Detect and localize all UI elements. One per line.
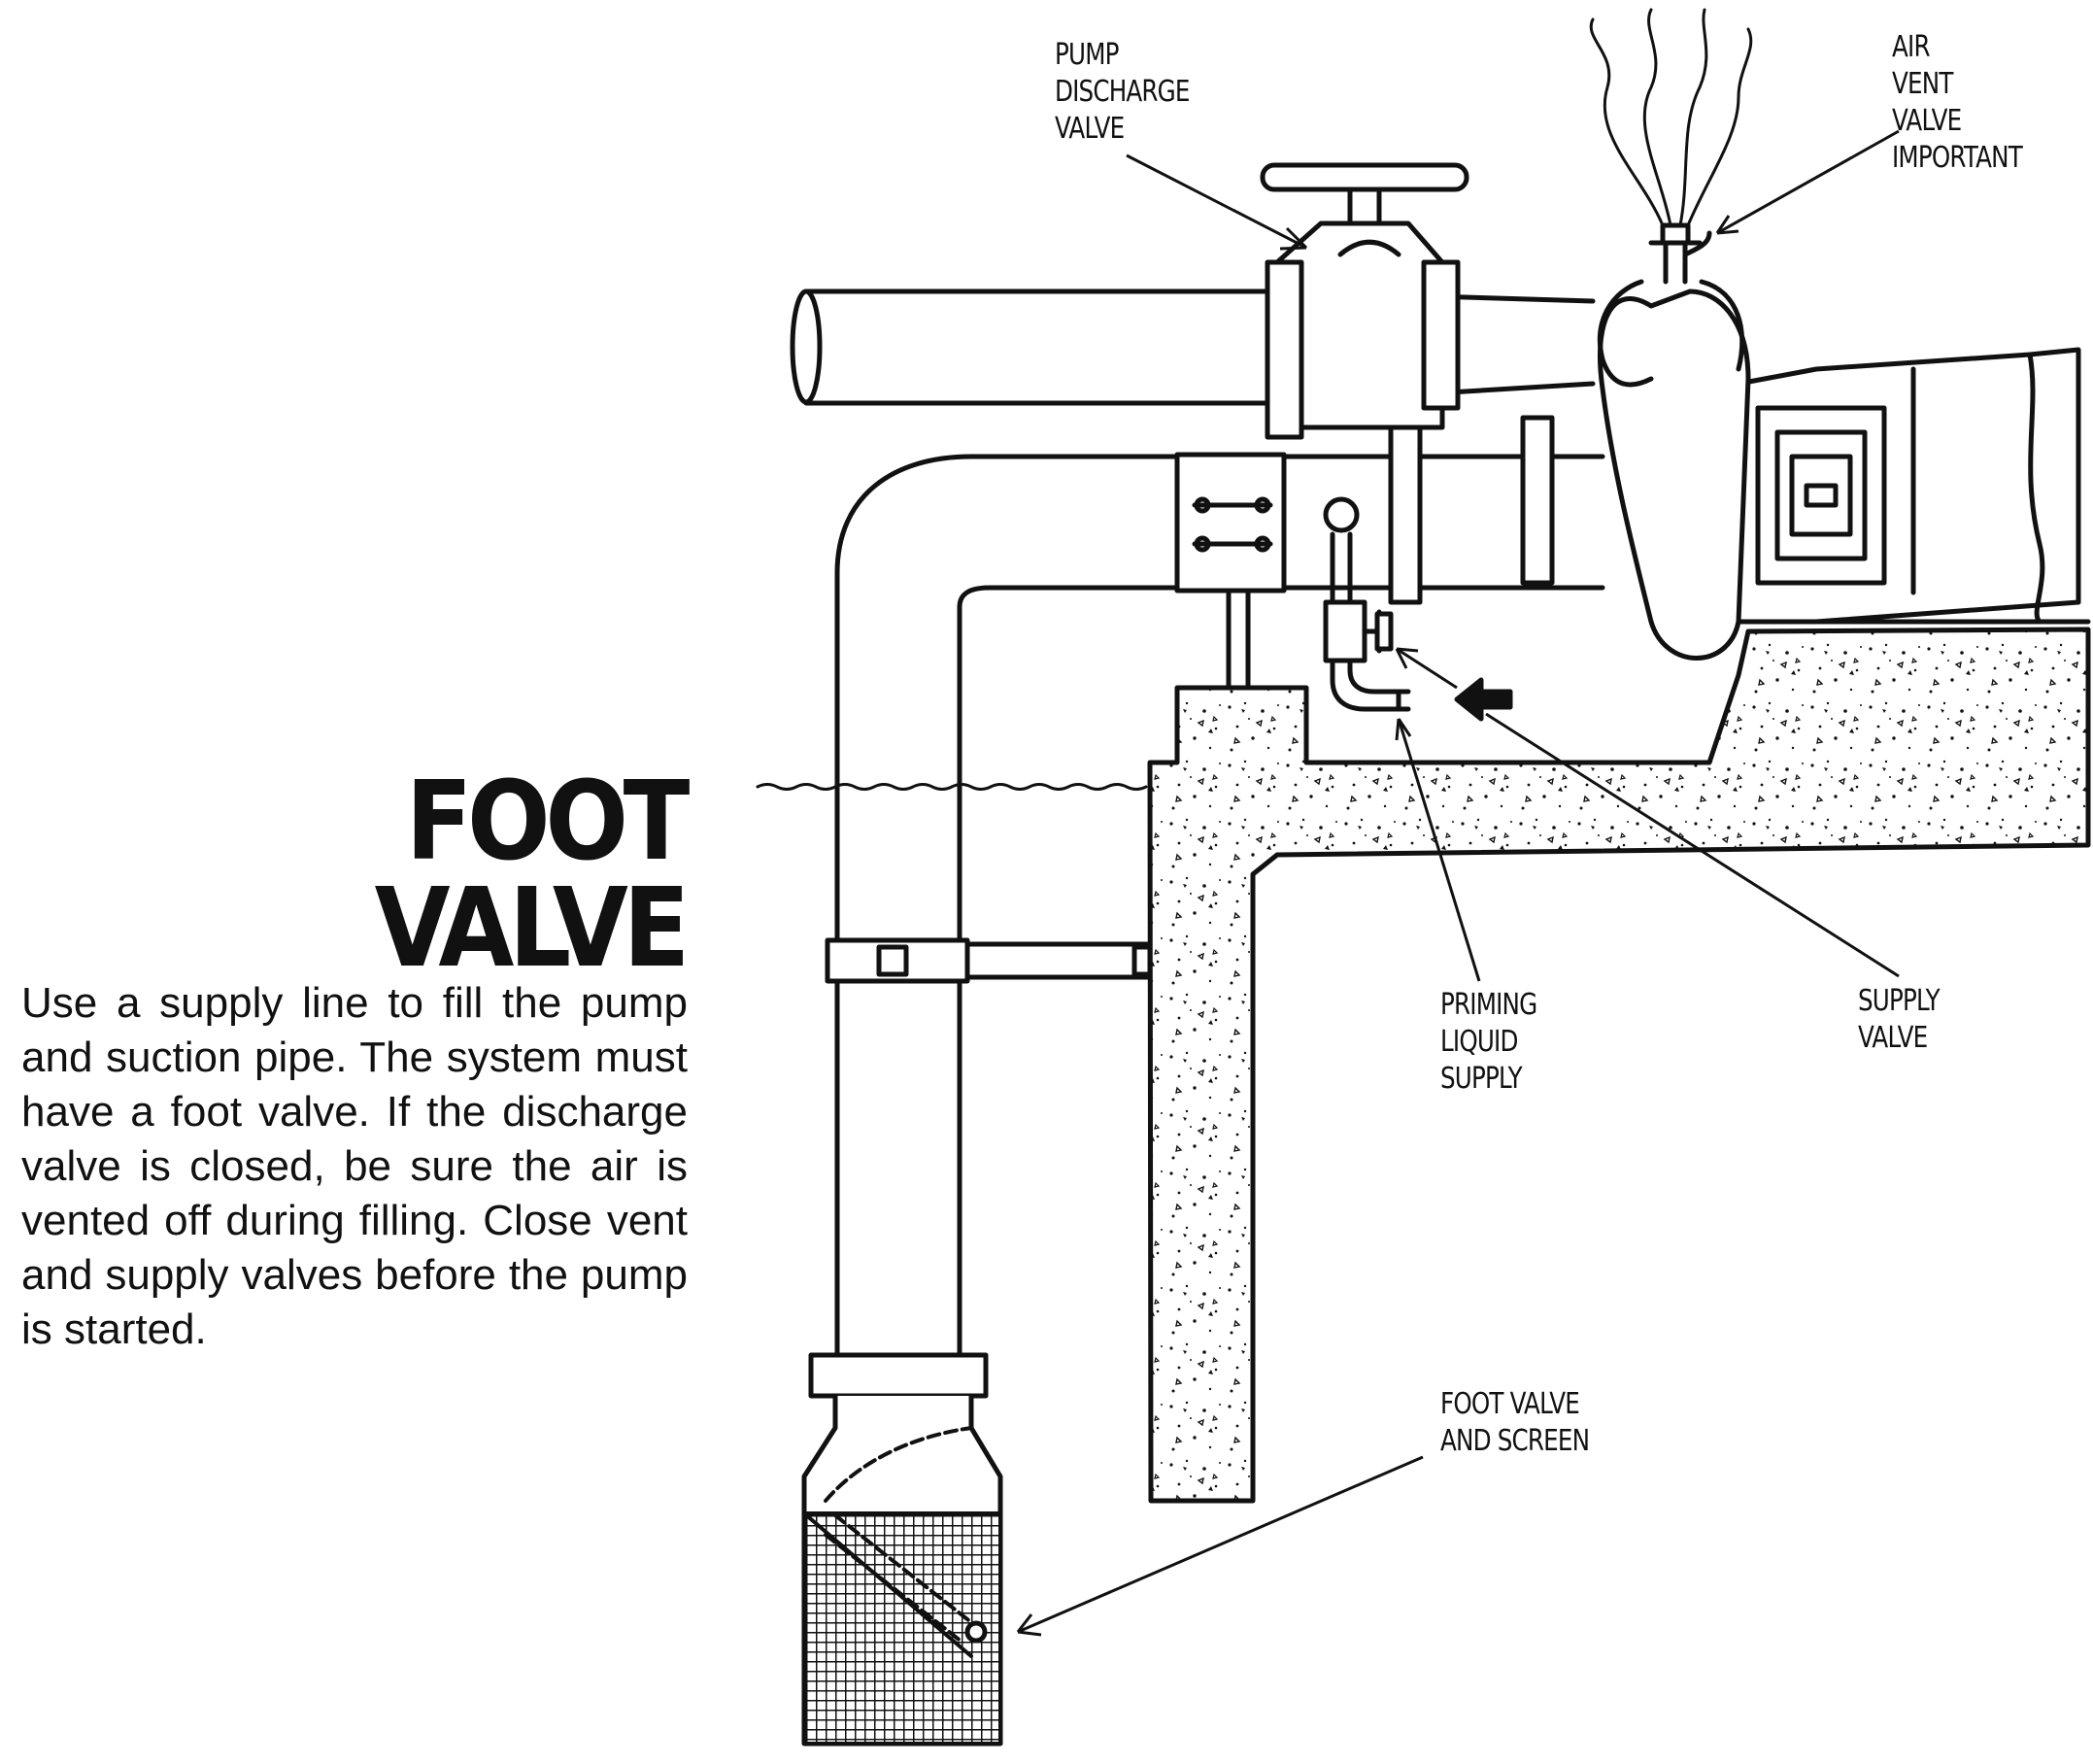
label-air-vent-valve: AIR VENT VALVE IMPORTANT — [1892, 30, 2023, 175]
water-level — [756, 783, 1148, 791]
label-priming-liquid-supply: PRIMING LIQUID SUPPLY — [1440, 988, 1537, 1096]
title-line-1: FOOT — [405, 759, 691, 885]
discharge-pipe — [803, 288, 1596, 406]
motor-housing — [1736, 347, 2081, 625]
description-text: Use a supply line to fill the pump and s… — [21, 979, 688, 1353]
leader-priming — [1397, 718, 1481, 982]
label-pump-discharge-valve: PUMP DISCHARGE VALVE — [1055, 38, 1190, 146]
leader-air-vent — [1716, 129, 1900, 235]
label-supply-valve: SUPPLY VALVE — [1858, 984, 1941, 1055]
pump-volute — [1597, 288, 1751, 661]
leader-pump-discharge — [1126, 153, 1307, 250]
leader-foot-valve — [1017, 1455, 1424, 1634]
priming-supply-line — [1330, 531, 1411, 712]
suction-pipe — [834, 454, 1217, 1358]
leader-supply-to-valve — [1396, 647, 1458, 690]
concrete-foundation — [1147, 627, 2091, 1504]
leader-supply-valve — [1485, 712, 1900, 978]
label-foot-valve-and-screen: FOOT VALVE AND SCREEN — [1440, 1387, 1590, 1458]
title-line-2: VALVE — [374, 865, 691, 992]
flow-arrow — [1454, 677, 1513, 722]
